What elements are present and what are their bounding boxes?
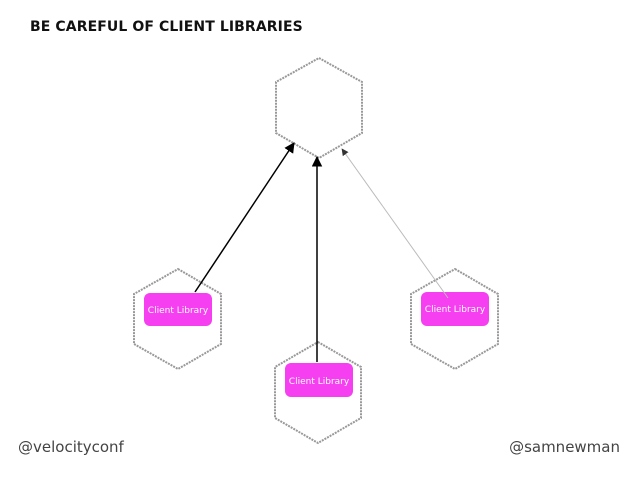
- client-service-left: Client Library: [133, 267, 222, 371]
- client-service-right: Client Library: [410, 267, 499, 371]
- arrow-right-to-central: [341, 148, 449, 299]
- client-library-box: [421, 292, 489, 326]
- arrow-left-to-central: [194, 142, 295, 293]
- velocityconf-handle: @velocityconf: [18, 438, 124, 456]
- samnewman-handle: @samnewman: [509, 438, 620, 456]
- central-service-hexagon: [275, 56, 363, 160]
- slide-title: BE CAREFUL OF CLIENT LIBRARIES: [30, 19, 303, 35]
- client-service-middle: Client Library: [274, 340, 362, 445]
- client-library-box: [285, 363, 353, 397]
- client-library-box: [144, 293, 212, 326]
- client-library-label: Client Library: [148, 306, 209, 316]
- client-library-label: Client Library: [289, 377, 350, 387]
- client-library-label: Client Library: [425, 305, 486, 315]
